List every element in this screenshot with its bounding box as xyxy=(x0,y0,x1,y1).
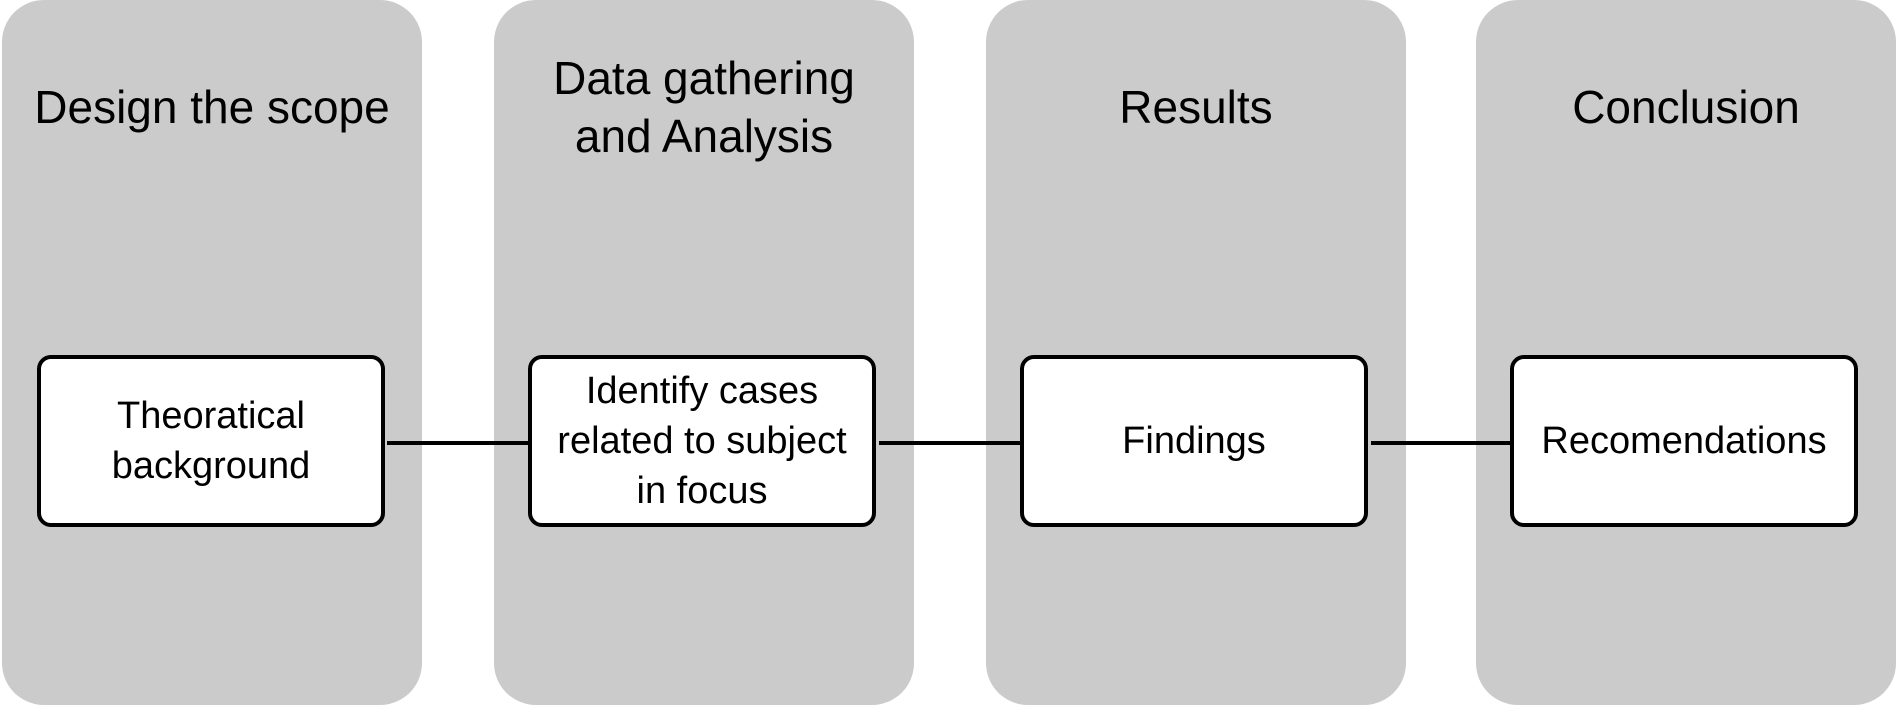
step-box-findings: Findings xyxy=(1020,355,1368,527)
step-box-identify-cases: Identify cases related to subject in foc… xyxy=(528,355,876,527)
step-label: Findings xyxy=(1122,420,1266,462)
phase-title: Results xyxy=(986,46,1406,168)
step-label: Theoratical background xyxy=(111,395,311,487)
connector-line xyxy=(879,441,1022,445)
phase-title-text: Conclusion xyxy=(1572,81,1800,133)
phase-title: Data gathering and Analysis xyxy=(494,46,914,168)
phase-title: Design the scope xyxy=(2,46,422,168)
step-label: Recomendations xyxy=(1541,420,1827,462)
step-label: Identify cases related to subject in foc… xyxy=(557,370,847,512)
phase-title-text: Design the scope xyxy=(34,81,390,133)
phase-data-gathering: Data gathering and Analysis xyxy=(494,0,914,705)
phase-design-the-scope: Design the scope xyxy=(2,0,422,705)
phase-title-text: Results xyxy=(1119,81,1273,133)
phase-conclusion: Conclusion xyxy=(1476,0,1896,705)
phase-title: Conclusion xyxy=(1476,46,1896,168)
phase-results: Results xyxy=(986,0,1406,705)
connector-line xyxy=(387,441,530,445)
step-box-recomendations: Recomendations xyxy=(1510,355,1858,527)
phase-title-text: Data gathering and Analysis xyxy=(553,52,855,162)
step-box-theoratical-background: Theoratical background xyxy=(37,355,385,527)
connector-line xyxy=(1371,441,1512,445)
